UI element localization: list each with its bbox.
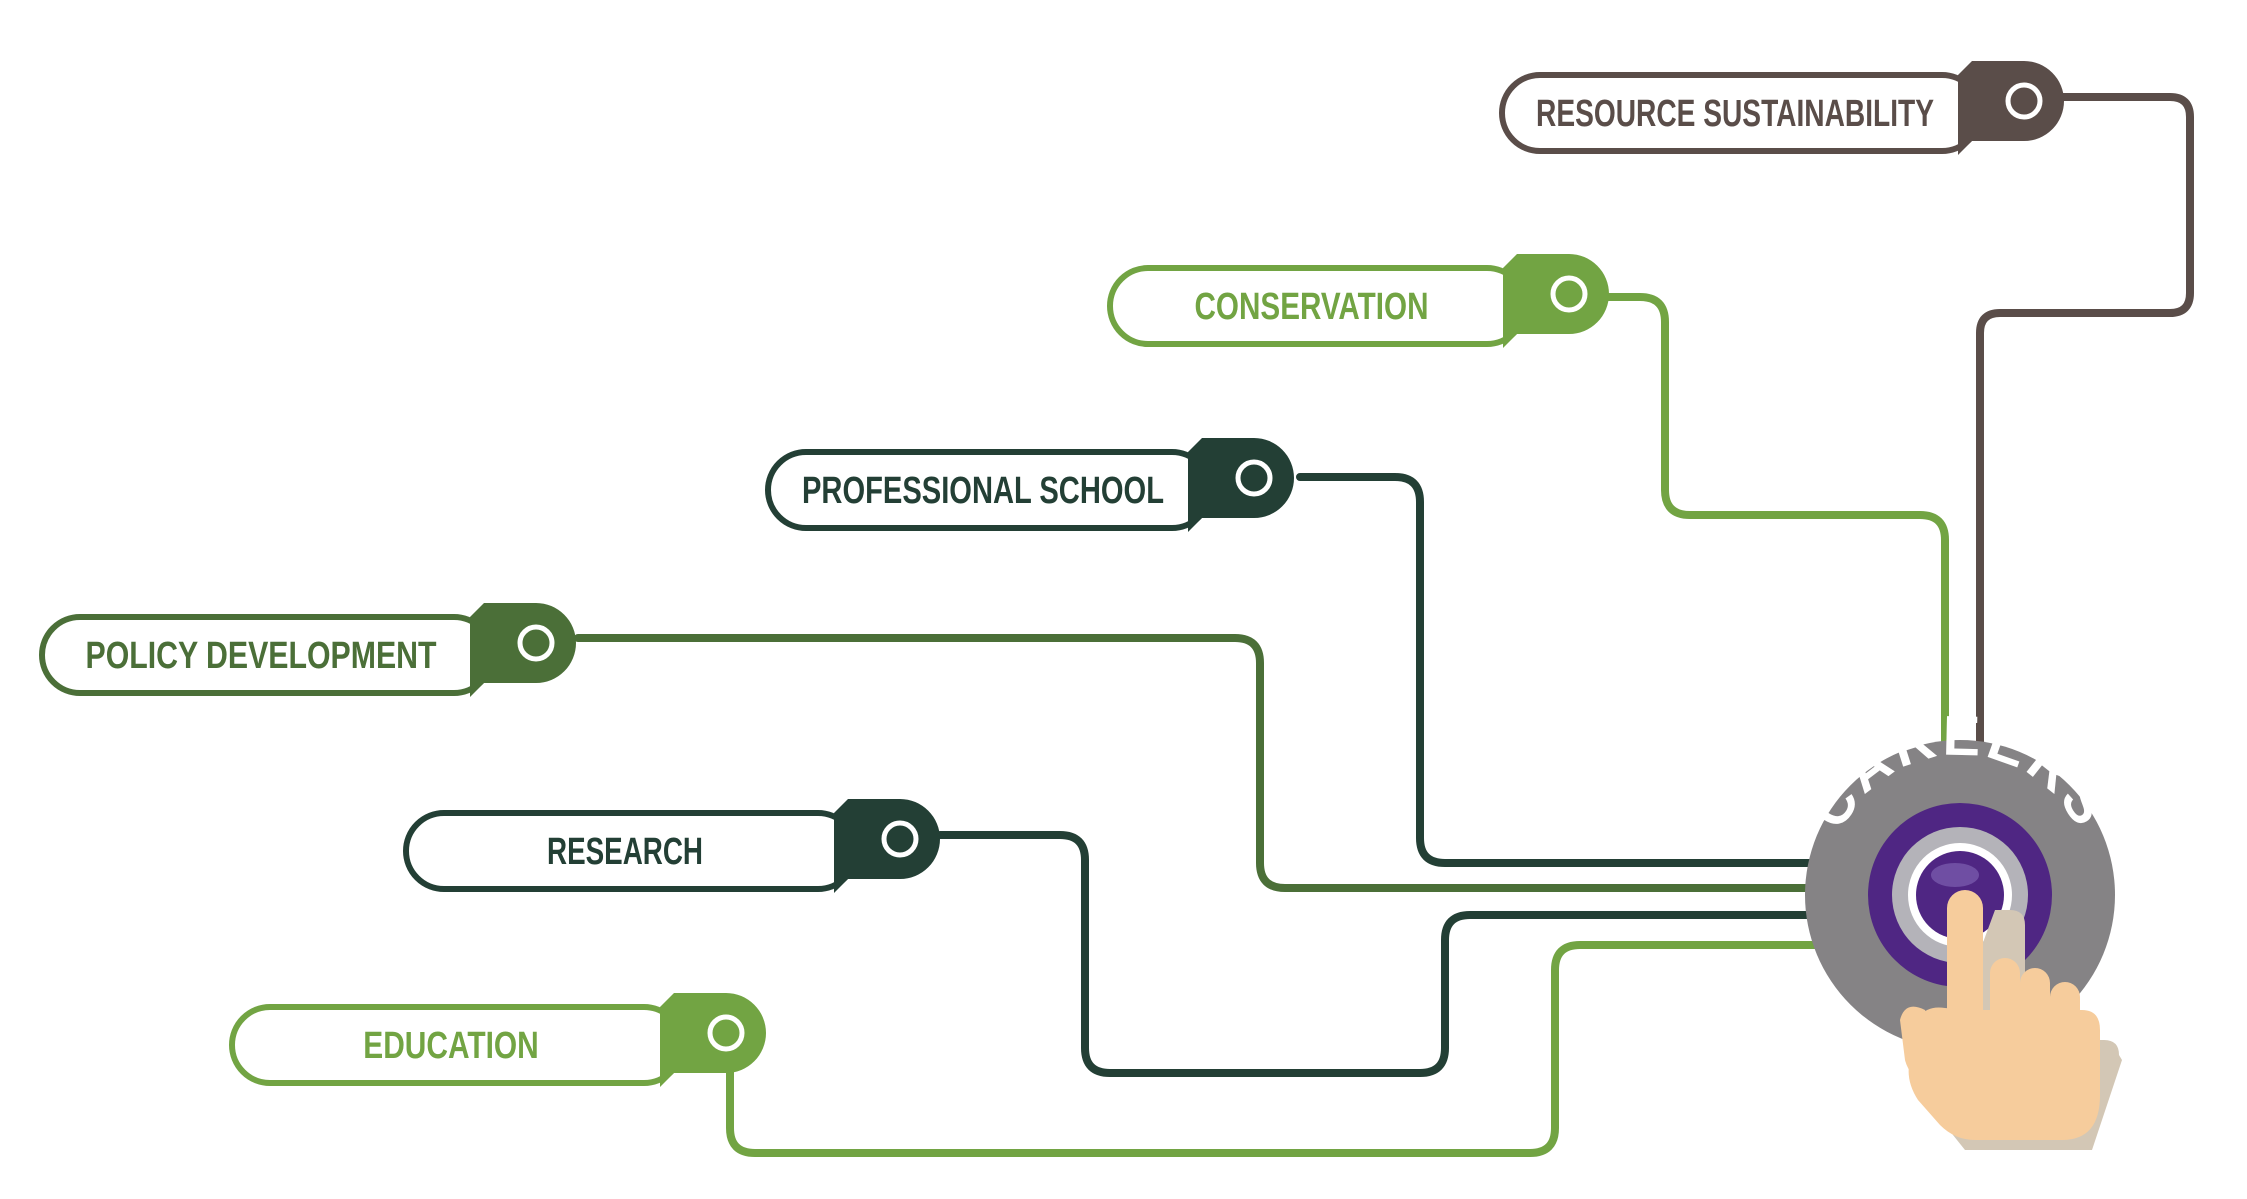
connector-resource-sustainability bbox=[1976, 93, 2194, 794]
target-icon bbox=[2005, 82, 2043, 120]
pointing-hand-icon bbox=[1900, 890, 2122, 1150]
path-education[interactable]: EDUCATION bbox=[229, 993, 766, 1087]
path-policy-development[interactable]: POLICY DEVELOPMENT bbox=[39, 603, 576, 697]
target-icon bbox=[1235, 459, 1273, 497]
label-professional-school: PROFESSIONAL SCHOOL bbox=[802, 470, 1164, 512]
connector-conservation bbox=[1596, 293, 1949, 794]
target-icon bbox=[707, 1014, 745, 1052]
connector-education bbox=[726, 941, 1884, 1157]
label-research: RESEARCH bbox=[547, 831, 703, 873]
target-icon bbox=[881, 820, 919, 858]
connector-research bbox=[936, 831, 1884, 1077]
target-icon bbox=[1550, 275, 1588, 313]
connector-policy-development bbox=[574, 634, 1884, 892]
path-professional-school[interactable]: PROFESSIONAL SCHOOL bbox=[765, 438, 1294, 532]
label-conservation: CONSERVATION bbox=[1195, 286, 1429, 328]
path-research[interactable]: RESEARCH bbox=[403, 799, 940, 893]
label-resource-sustainability: RESOURCE SUSTAINABILITY bbox=[1536, 93, 1934, 135]
label-education: EDUCATION bbox=[363, 1025, 539, 1067]
path-conservation[interactable]: CONSERVATION bbox=[1107, 254, 1609, 348]
label-policy-development: POLICY DEVELOPMENT bbox=[86, 635, 437, 677]
connector-professional-school bbox=[1296, 473, 1884, 867]
path-resource-sustainability[interactable]: RESOURCE SUSTAINABILITY bbox=[1499, 61, 2064, 155]
target-icon bbox=[517, 624, 555, 662]
